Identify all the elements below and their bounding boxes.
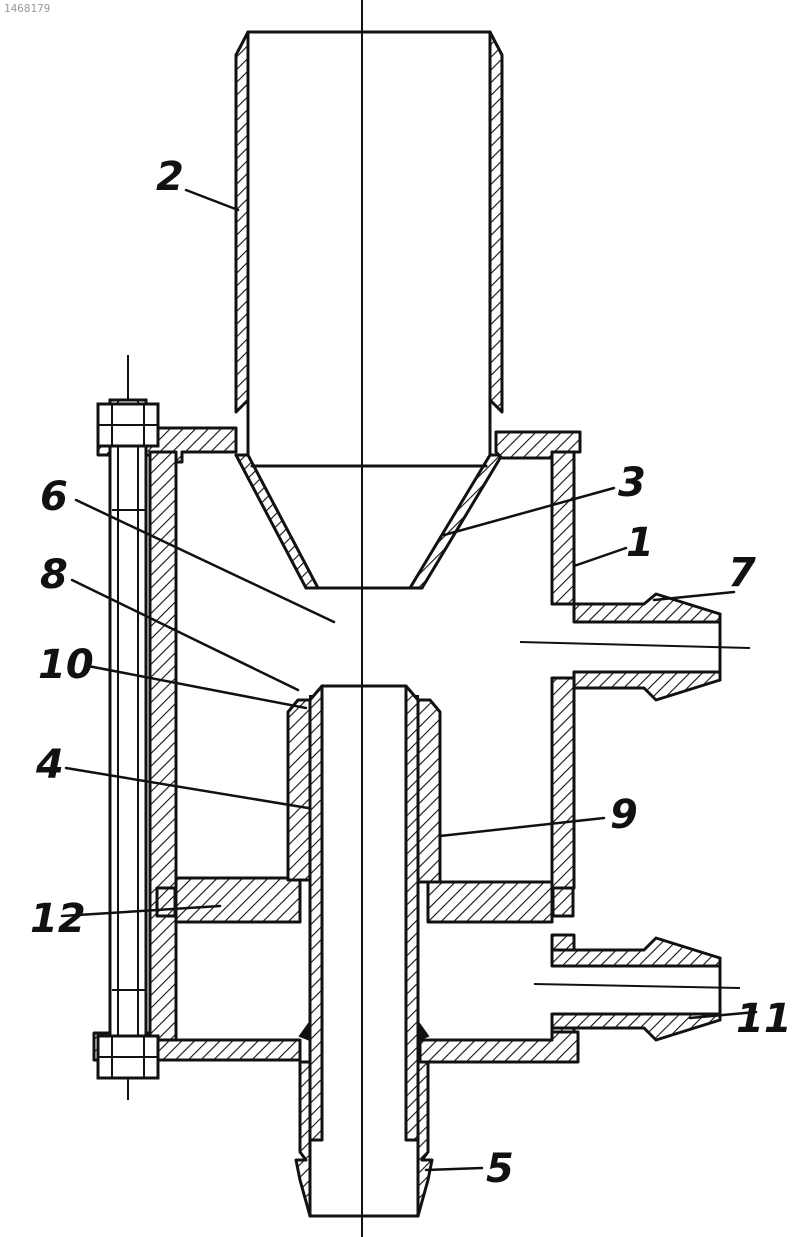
- callout-9: 9: [610, 792, 638, 838]
- callout-4: 4: [35, 742, 64, 788]
- sleeve-left: [288, 700, 310, 880]
- cone-wall-left: [236, 455, 318, 588]
- callout-3: 3: [618, 460, 646, 506]
- partition-right: [428, 882, 552, 922]
- callout-1: 1: [626, 520, 654, 566]
- cone-nozzle: [236, 455, 502, 588]
- lower-side-nipple: [534, 938, 740, 1040]
- callout-12: 12: [30, 896, 86, 942]
- leader-4: [66, 768, 308, 808]
- upper-tube-wall-right: [490, 32, 502, 412]
- bottom-nipple-right: [418, 1062, 432, 1216]
- callout-10: 10: [38, 642, 94, 688]
- upper-tube-wall-left: [236, 32, 248, 412]
- housing: [94, 428, 580, 1062]
- bottom-nipple-left: [296, 1062, 310, 1216]
- leader-9: [440, 818, 604, 836]
- watermark-text: 1468179: [4, 2, 50, 15]
- partition-left: [176, 878, 300, 922]
- upper-nipple-bottom: [574, 672, 720, 700]
- leader-5: [426, 1168, 482, 1170]
- bottom-flange-right: [420, 1032, 578, 1062]
- upper-tube: [236, 32, 502, 456]
- leader-2: [186, 190, 238, 210]
- inner-pipe: [296, 686, 432, 1216]
- callout-8: 8: [40, 552, 68, 598]
- leader-8: [72, 580, 298, 690]
- callout-11: 11: [736, 996, 792, 1042]
- callout-7: 7: [728, 550, 756, 596]
- housing-right-wall-middle: [552, 678, 574, 888]
- partition-plate: [157, 878, 573, 922]
- callout-5: 5: [486, 1146, 514, 1192]
- housing-right-wall-upper: [552, 452, 574, 604]
- inner-pipe-wall-right: [406, 686, 418, 1140]
- leader-1: [574, 548, 626, 566]
- sleeve-right: [418, 700, 440, 882]
- lower-nipple-top: [552, 938, 720, 966]
- callout-6: 6: [40, 474, 68, 520]
- upper-nipple-top: [574, 594, 720, 622]
- inner-pipe-wall-left: [310, 686, 322, 1140]
- seal-rings: [310, 696, 418, 752]
- callout-2: 2: [156, 154, 184, 200]
